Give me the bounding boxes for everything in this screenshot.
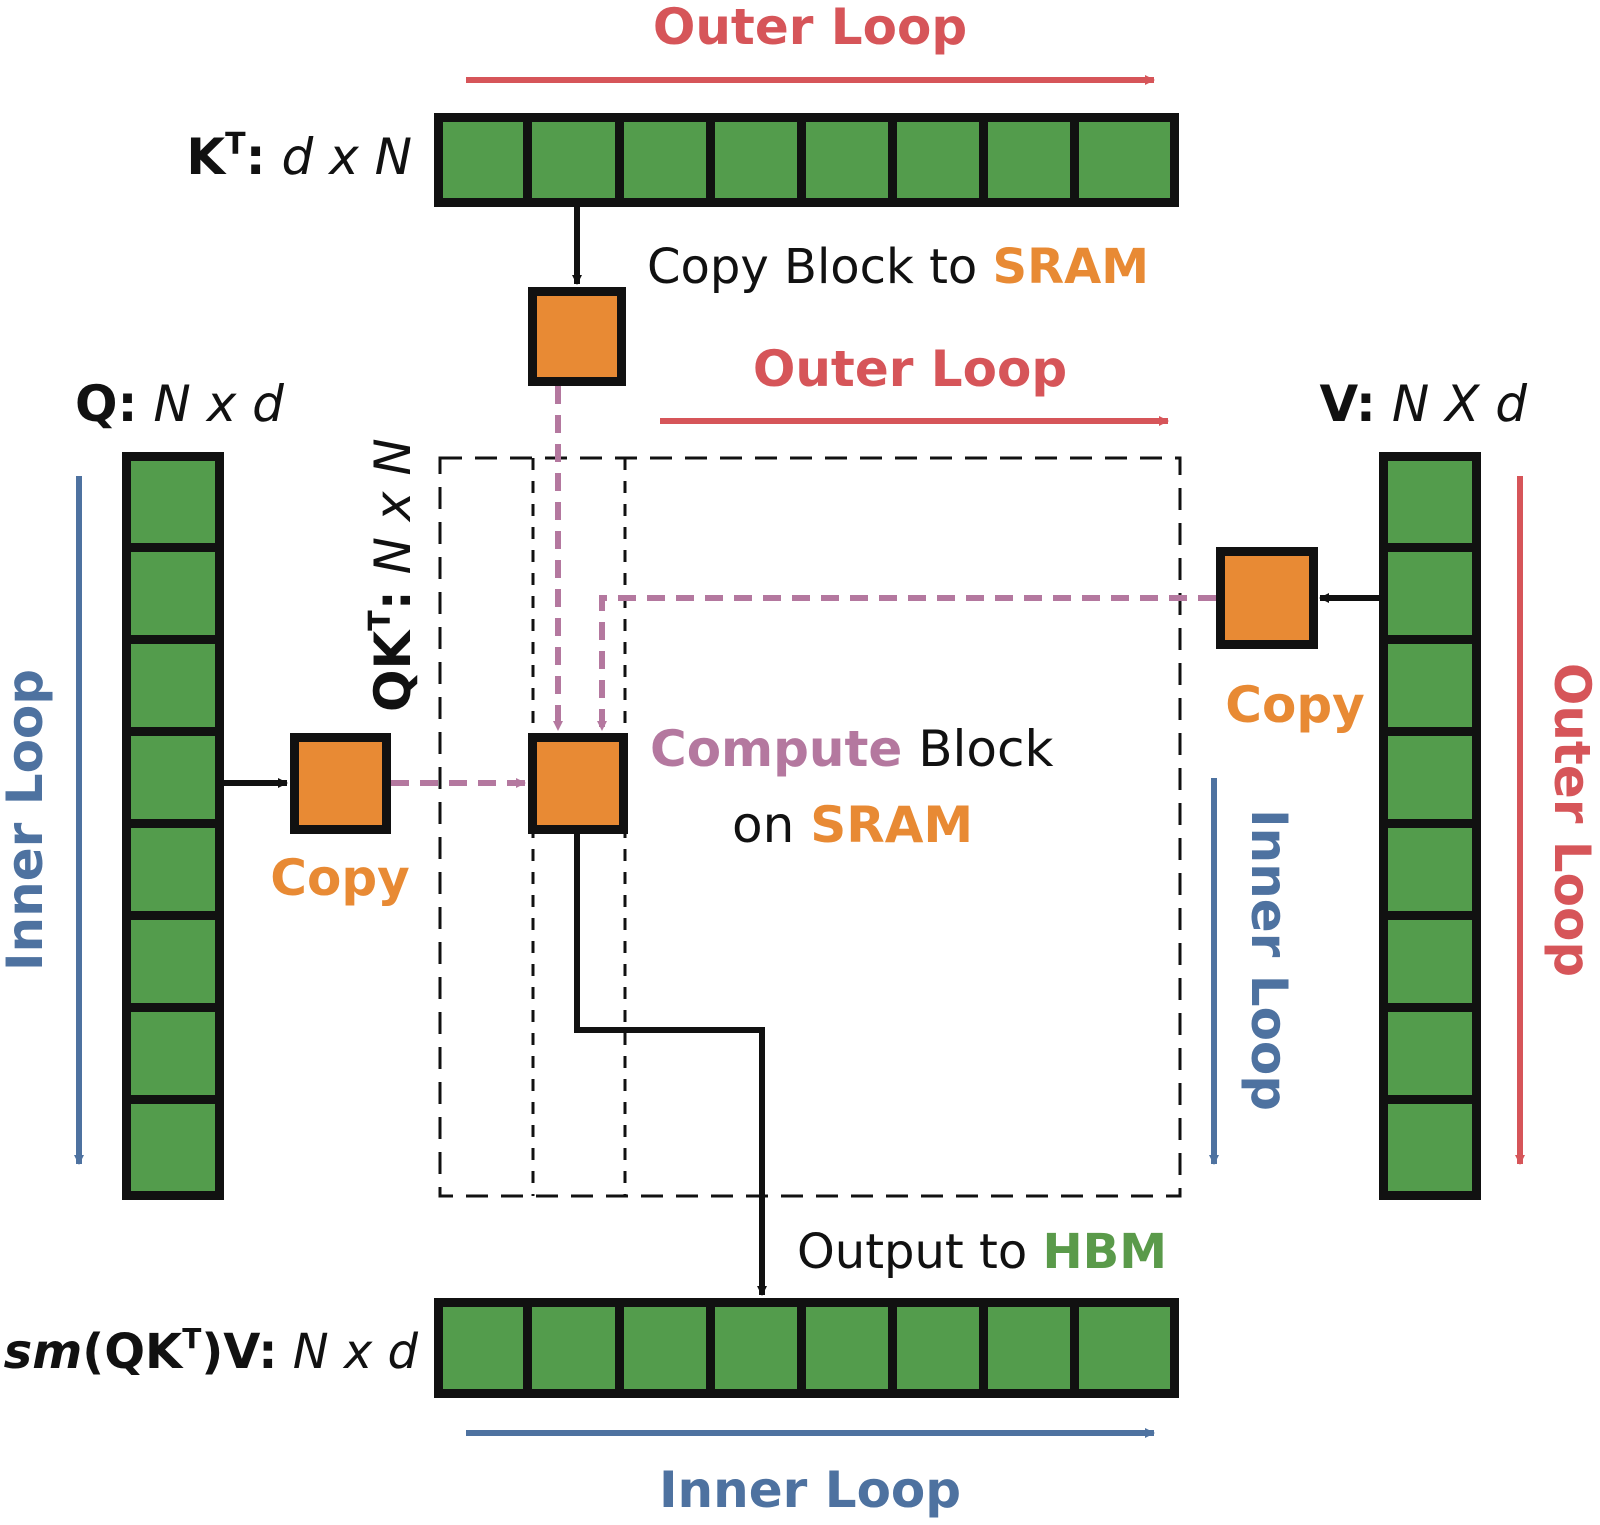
v-cell: [1388, 1012, 1472, 1095]
v-cell: [1388, 552, 1472, 635]
output-cell: [715, 1307, 797, 1389]
q-cell: [131, 1012, 215, 1095]
compute-sram-block: [537, 742, 619, 825]
copy-right-label: Copy: [1225, 676, 1364, 734]
q-cell: [131, 644, 215, 727]
v-cell: [1388, 920, 1472, 1003]
kt-cell: [715, 122, 797, 198]
kt-sram-block: [537, 296, 617, 377]
v-sram-block: [1225, 556, 1309, 640]
q-cell: [131, 920, 215, 1003]
output-arrow: [574, 834, 767, 1296]
q-cell: [131, 828, 215, 911]
kt-cell: [1079, 122, 1170, 198]
inner-loop-bottom-label: Inner Loop: [659, 1461, 961, 1519]
q-label: Q: N x d: [75, 375, 284, 433]
output-to-hbm-label: Output to HBM: [797, 1224, 1167, 1280]
kt-label: KT: d x N: [186, 127, 412, 186]
output-cell: [532, 1307, 615, 1389]
qkt-region: [438, 456, 1182, 1198]
sram-blocks: [290, 287, 1318, 834]
v-to-compute-flow: [597, 595, 1216, 731]
kt-cell: [443, 122, 523, 198]
output-cell: [443, 1307, 523, 1389]
v-label: V: N X d: [1319, 375, 1527, 433]
data-flow-arrows: [224, 207, 1379, 1296]
inner-loop-right-label: Inner Loop: [1240, 809, 1298, 1111]
output-cell: [897, 1307, 979, 1389]
outer-loop-right-label: Outer Loop: [1543, 663, 1600, 977]
kt-cell: [897, 122, 979, 198]
v-matrix: [1379, 452, 1481, 1200]
copy-left-label: Copy: [270, 849, 409, 907]
v-cell: [1388, 828, 1472, 911]
output-label: sm(QKT)V: N x d: [4, 1322, 419, 1380]
kt-matrix: [434, 113, 1179, 207]
compute-flows: [391, 386, 1216, 788]
kt-cell: [806, 122, 888, 198]
outer-loop-top-label: Outer Loop: [653, 0, 967, 56]
qkt-outline: [438, 456, 1182, 1198]
v-cell: [1388, 736, 1472, 819]
q-cell: [131, 1104, 215, 1191]
q-cell: [131, 736, 215, 819]
output-matrix: [434, 1298, 1179, 1398]
q-sram-block: [299, 742, 382, 825]
v-cell: [1388, 644, 1472, 727]
kt-cell: [624, 122, 706, 198]
copy-block-label: Copy Block to SRAM: [647, 239, 1149, 295]
loop-arrows: [74, 75, 1525, 1438]
q-cell: [131, 461, 215, 543]
output-cell: [624, 1307, 706, 1389]
v-cell: [1388, 461, 1472, 543]
outer-loop-mid-label: Outer Loop: [753, 340, 1067, 398]
kt-cell: [988, 122, 1070, 198]
inner-loop-left-label: Inner Loop: [0, 669, 54, 971]
output-cell: [806, 1307, 888, 1389]
compute-on-sram-label: on SRAM: [732, 796, 973, 854]
q-matrix: [122, 452, 224, 1200]
qkt-label: QKT: N x N: [363, 438, 422, 712]
compute-block-label: Compute Block: [650, 720, 1054, 778]
q-cell: [131, 552, 215, 635]
output-cell: [988, 1307, 1070, 1389]
output-cell: [1079, 1307, 1170, 1389]
kt-cell: [532, 122, 615, 198]
v-cell: [1388, 1104, 1472, 1191]
